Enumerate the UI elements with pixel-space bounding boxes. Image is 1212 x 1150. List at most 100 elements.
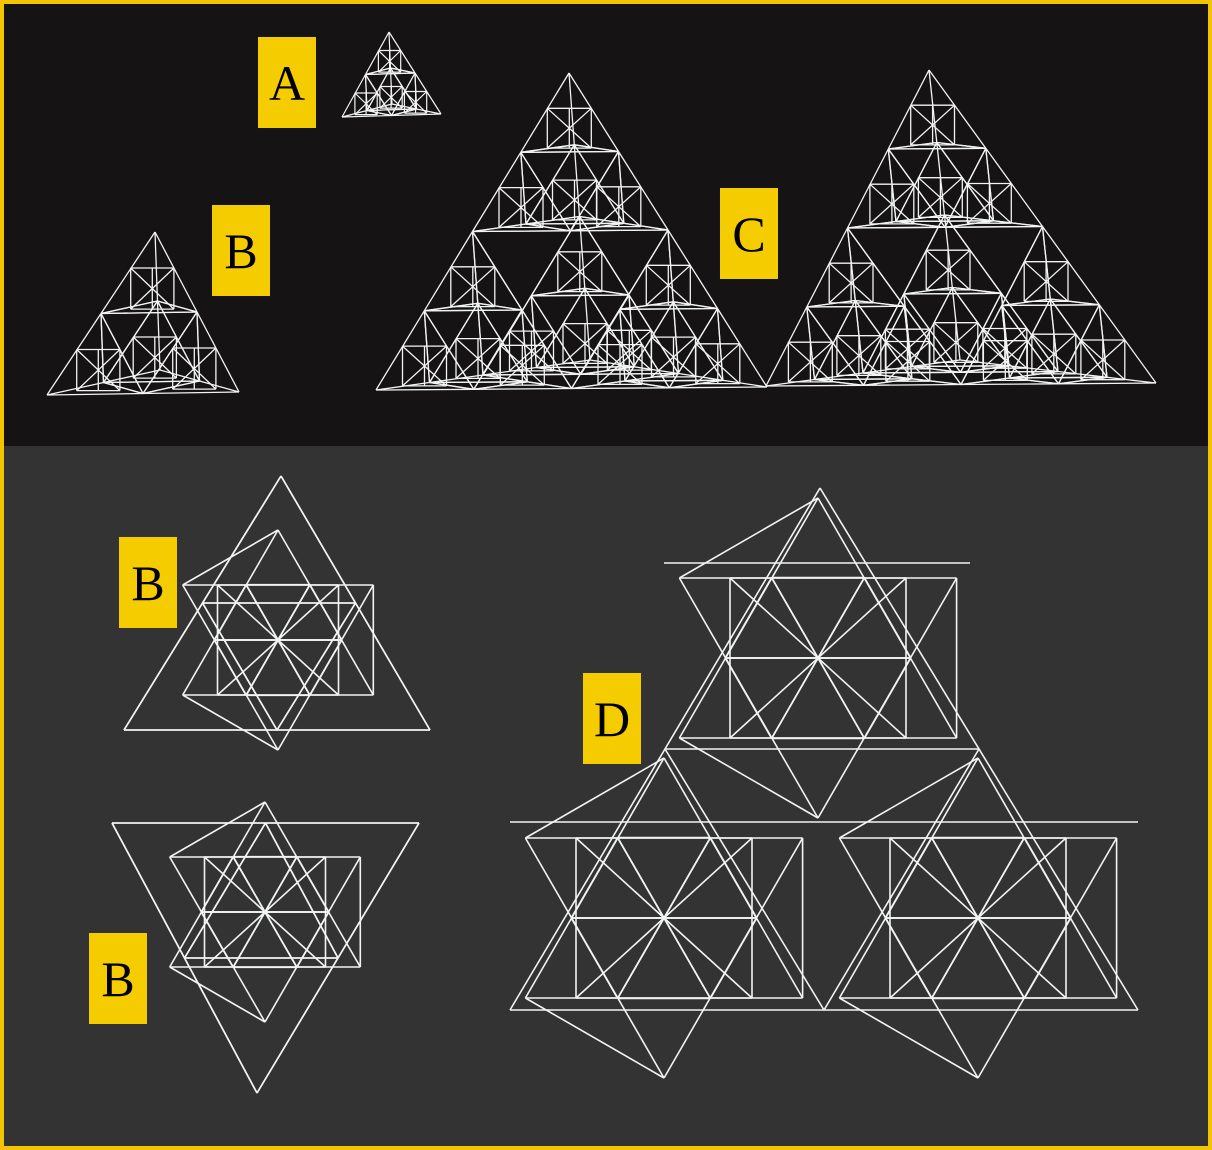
wire-edge: [341, 114, 392, 118]
wire-edge: [520, 151, 571, 232]
wire-edge: [1000, 293, 1010, 366]
figure-b-upward-wireframe: [123, 475, 431, 751]
wire-edge: [589, 359, 635, 368]
wire-edge: [276, 602, 357, 731]
wire-edge: [366, 108, 417, 112]
wire-edge: [952, 286, 1002, 294]
wire-edge: [196, 311, 201, 382]
wire-edge: [570, 917, 619, 999]
wire-edge: [669, 386, 768, 389]
wire-edge: [531, 287, 585, 297]
wire-edge: [911, 365, 1010, 368]
wire-edge: [1008, 298, 1051, 379]
wire-edge: [960, 370, 1059, 386]
label-b-upper: B: [119, 537, 177, 628]
wire-edge: [716, 308, 768, 388]
figure-a-wireframe: [341, 31, 442, 118]
wire-edge: [391, 108, 417, 117]
wire-edge: [580, 366, 635, 375]
wire-edge: [309, 584, 343, 641]
wire-edge: [667, 229, 719, 309]
wire-edge: [571, 372, 679, 390]
wire-edge: [199, 380, 240, 393]
figure-b-inverted-wireframe: [111, 801, 420, 1094]
wire-edge: [183, 822, 267, 959]
wire-edge: [182, 529, 279, 586]
figure-d-wireframe: [509, 487, 1139, 1079]
wire-edge: [936, 141, 986, 149]
wire-edge: [111, 822, 186, 959]
wire-edge: [575, 837, 753, 999]
wire-edge: [944, 148, 987, 228]
wire-edge: [664, 748, 825, 1011]
wire-edge: [100, 231, 156, 314]
wire-edge: [903, 292, 1002, 295]
wire-edge: [960, 226, 1044, 385]
wire-edge: [1106, 376, 1157, 384]
wire-edge: [709, 837, 758, 919]
wire-edge: [142, 391, 240, 395]
wire-edge: [839, 997, 979, 1079]
wire-edge: [169, 966, 266, 1023]
wire-edge: [673, 301, 718, 310]
wire-edge: [887, 148, 897, 222]
wire-edge: [862, 372, 962, 386]
wire-edge: [530, 295, 538, 368]
wire-edge: [839, 757, 979, 839]
wire-edge: [200, 911, 234, 968]
wire-edge: [724, 657, 773, 739]
wire-edge: [959, 359, 1010, 367]
wire-edge: [668, 308, 719, 389]
wire-edge: [525, 757, 665, 839]
label-c: C: [720, 188, 778, 279]
wire-edge: [985, 148, 995, 221]
wire-edge: [365, 67, 391, 76]
wire-edge: [765, 378, 815, 387]
wire-edge: [203, 856, 327, 968]
wire-edge: [201, 602, 278, 731]
wire-edge: [1009, 376, 1108, 379]
wire-edge: [863, 657, 912, 739]
wire-edge: [213, 639, 247, 696]
figure-b-wireframe: [46, 231, 240, 396]
wire-edge: [536, 366, 581, 375]
wire-edge: [46, 392, 144, 396]
wire-edge: [1023, 917, 1072, 999]
wire-edge: [389, 67, 418, 110]
wire-edge: [985, 147, 1044, 227]
wire-edge: [570, 222, 624, 232]
wire-edge: [854, 300, 913, 380]
wire-edge: [471, 231, 573, 389]
wire-edge: [364, 74, 368, 111]
wire-edge: [722, 379, 768, 388]
wire-edge: [1050, 298, 1100, 306]
label-b-lower: B: [89, 933, 147, 1024]
wire-edge: [256, 957, 339, 1094]
wire-edge: [667, 229, 680, 374]
wire-edge: [765, 306, 808, 387]
wire-edge: [391, 103, 417, 110]
wire-edge: [847, 225, 1043, 229]
wire-edge: [943, 214, 1059, 372]
wire-edge: [341, 74, 367, 118]
wire-edge: [928, 69, 987, 149]
wire-edge: [862, 370, 1059, 374]
wire-edge: [429, 381, 474, 390]
wire-edge: [472, 215, 580, 233]
wire-edge: [863, 577, 912, 659]
wire-edge: [423, 310, 475, 390]
wire-edge: [903, 293, 913, 367]
wire-edge: [765, 384, 864, 387]
wire-edge: [847, 214, 945, 229]
wire-edge: [887, 148, 946, 228]
wire-edge: [521, 309, 528, 382]
wire-edge: [619, 301, 674, 310]
wire-edge: [103, 381, 144, 395]
wire-edge: [525, 223, 571, 232]
wire-edge: [903, 293, 962, 373]
wire-edge: [1098, 304, 1108, 378]
wire-edge: [366, 67, 392, 111]
wire-edge: [709, 917, 758, 999]
wire-edge: [813, 300, 856, 380]
